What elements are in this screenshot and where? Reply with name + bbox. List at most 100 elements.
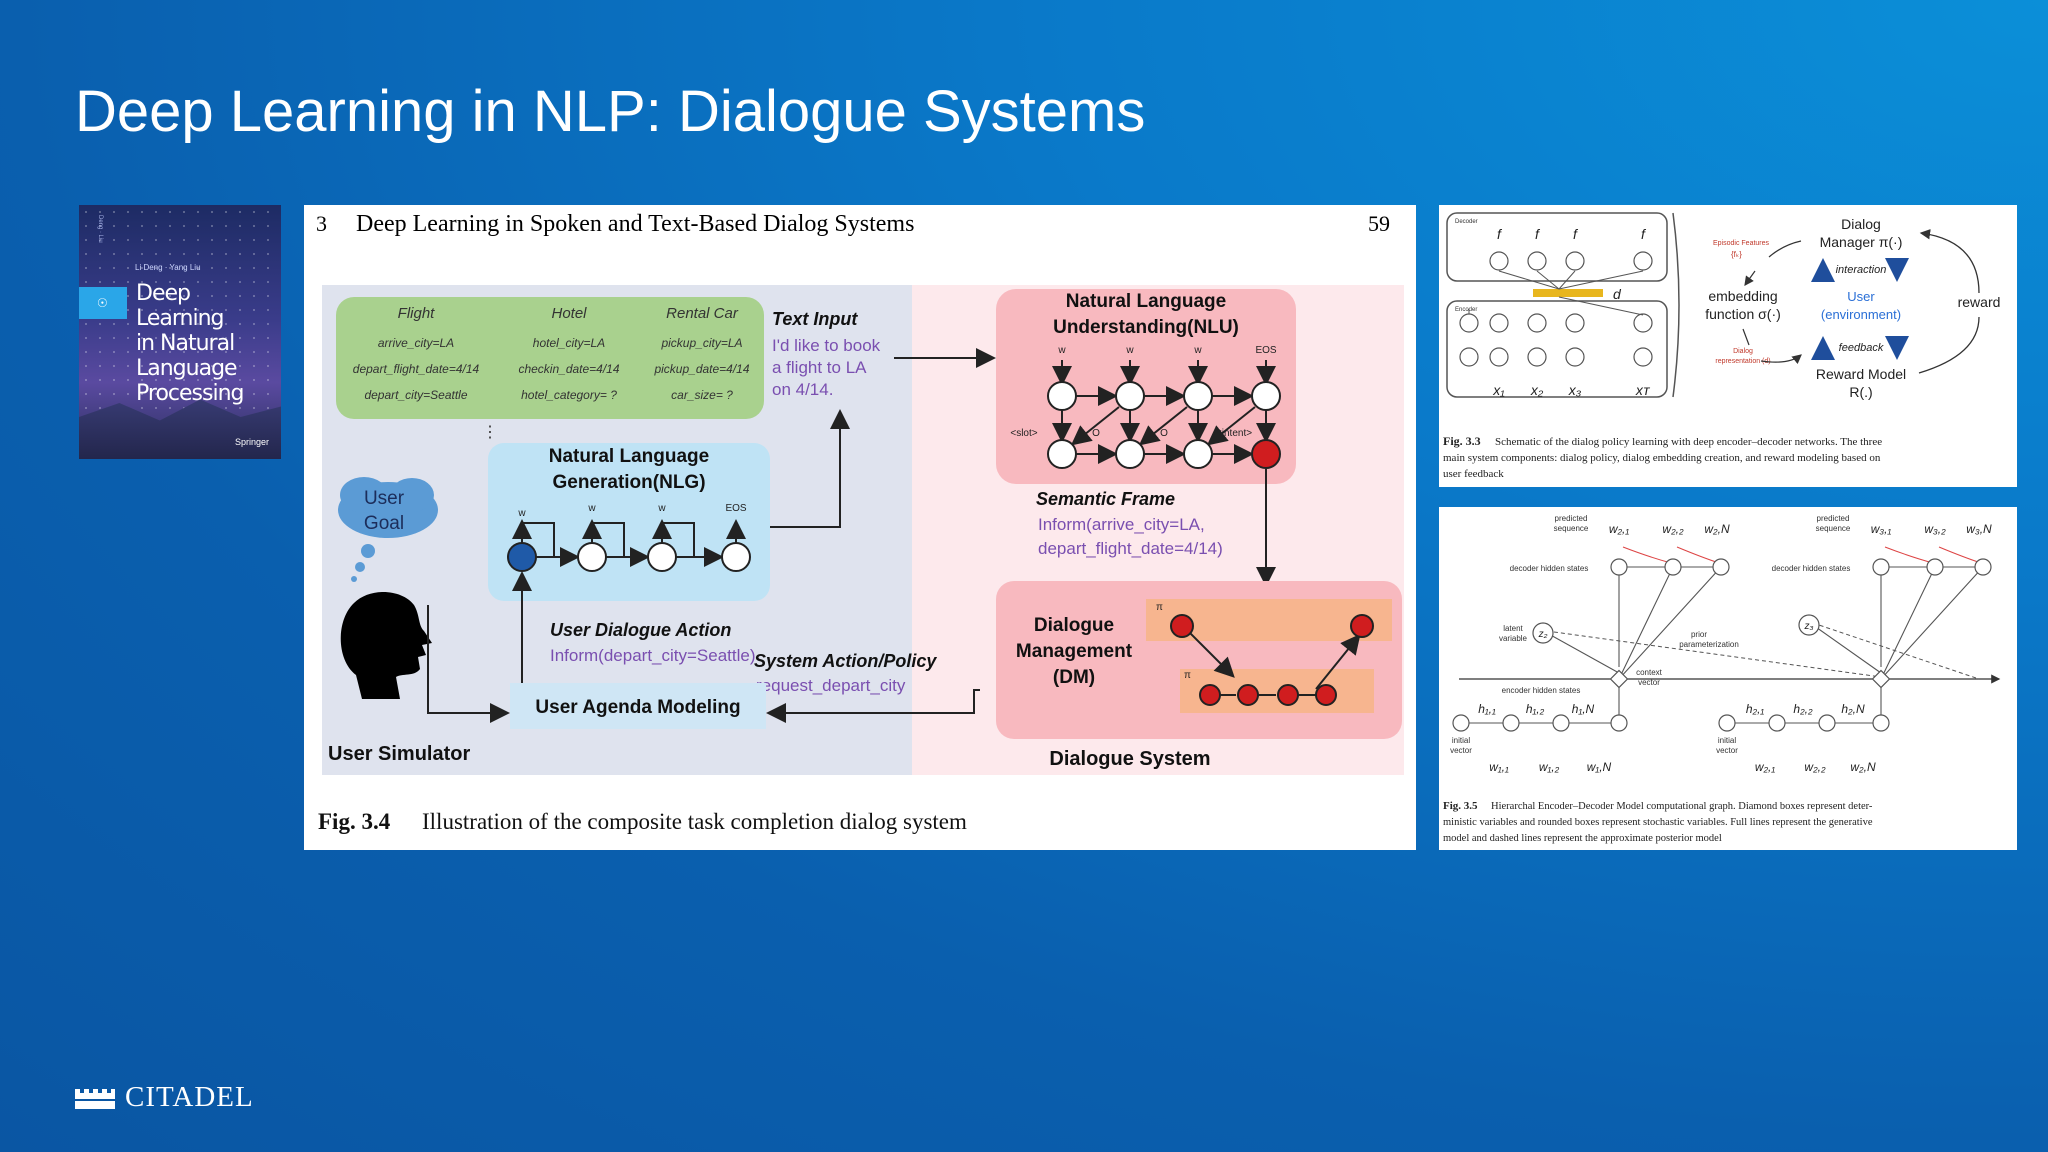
table-cell: car_size= ? (671, 388, 733, 402)
book-title-line: Processing (136, 381, 244, 406)
chapter-header: Deep Learning in Spoken and Text-Based D… (356, 211, 914, 237)
nlu-output-label: O (1092, 428, 1100, 439)
context-label: vector (1638, 678, 1660, 687)
book-publisher: Springer (234, 437, 269, 447)
table-cell: depart_flight_date=4/14 (353, 362, 480, 376)
user-head-icon (340, 591, 432, 699)
h-right-label: h₂,N (1841, 702, 1865, 716)
slide-title: Deep Learning in NLP: Dialogue Systems (75, 79, 1146, 144)
fig35-caption-line: ministic variables and rounded boxes rep… (1443, 817, 1873, 828)
user-goal-cloud (338, 477, 438, 582)
nlg-output-label: w (517, 508, 526, 519)
table-cell: checkin_date=4/14 (518, 362, 619, 376)
semantic-frame-value: depart_flight_date=4/14) (1038, 539, 1223, 558)
text-input-line: I'd like to book (772, 336, 881, 355)
dm-node (1237, 684, 1259, 706)
x-label: x₃ (1568, 382, 1582, 398)
top-right-label: w₃,₂ (1924, 522, 1946, 536)
dm-node (1315, 684, 1337, 706)
policy-learning-diagram: Decoder Encoder f f f f d x₁ x₂ x₃ xᴛ Ep… (1443, 212, 2001, 480)
latent-label: latent (1503, 624, 1523, 633)
user-goal-label: Goal (364, 513, 404, 534)
nlu-hidden-node (1183, 381, 1213, 411)
decoder-hidden-label: decoder hidden states (1772, 564, 1851, 573)
figure-3-4: 3 Deep Learning in Spoken and Text-Based… (304, 205, 1416, 850)
nlg-title: Generation(NLG) (552, 472, 705, 493)
reward-label: reward (1958, 294, 2001, 310)
prior-label: parameterization (1679, 640, 1739, 649)
reward-model-label: Reward Model (1816, 366, 1906, 382)
figure-caption-text: Illustration of the composite task compl… (422, 809, 967, 834)
prior-label: prior (1691, 630, 1707, 639)
hred-diagram: predicted sequence predicted sequence de… (1443, 514, 2001, 844)
user-simulator-label: User Simulator (328, 743, 470, 765)
x-label: xᴛ (1635, 382, 1651, 398)
initial-label: initial (1452, 736, 1470, 745)
f-label: f (1535, 226, 1541, 242)
nlu-title: Understanding(NLU) (1053, 317, 1239, 338)
arrow-nlg-to-text (770, 409, 850, 528)
predicted-label: sequence (1816, 524, 1851, 533)
book-cover: Deng · Liu Li Deng · Yang Liu ☉ Deep Lea… (79, 205, 281, 459)
h-right-label: h₂,₁ (1746, 702, 1765, 716)
fig33-caption-line: Schematic of the dialog policy learning … (1495, 436, 1882, 448)
figure-3-3: Decoder Encoder f f f f d x₁ x₂ x₃ xᴛ Ep… (1439, 205, 2017, 487)
nlu-intent-node (1251, 439, 1281, 469)
user-agenda-label: User Agenda Modeling (535, 697, 740, 718)
table-cell: hotel_city=LA (533, 336, 605, 350)
book-authors: Li Deng · Yang Liu (135, 263, 201, 272)
encoder-label: Encoder (1455, 307, 1477, 313)
dm-node (1170, 614, 1194, 638)
table-cell: pickup_city=LA (660, 336, 742, 350)
arrow-dm-to-agenda (766, 689, 980, 723)
nlu-input-label: w (1125, 345, 1134, 356)
predicted-label: predicted (1555, 514, 1588, 523)
nlu-output-node (1115, 439, 1145, 469)
bottom-right-label: w₂,₂ (1804, 760, 1826, 774)
x-label: x₁ (1492, 382, 1505, 398)
nlu-hidden-node (1047, 381, 1077, 411)
figure-caption-label: Fig. 3.4 (318, 809, 391, 834)
f-label: f (1641, 226, 1647, 242)
composite-dialog-diagram: 3 Deep Learning in Spoken and Text-Based… (316, 211, 1404, 834)
dialog-manager-label: Dialog (1841, 216, 1881, 232)
d-label: d (1613, 286, 1622, 302)
semantic-frame-value: Inform(arrive_city=LA, (1038, 515, 1205, 534)
bottom-left-label: w₁,N (1587, 760, 1612, 774)
fig33-caption-label: Fig. 3.3 (1443, 434, 1481, 448)
dm-title: (DM) (1053, 667, 1095, 688)
predicted-label: sequence (1554, 524, 1589, 533)
initial-label: vector (1450, 746, 1472, 755)
nlu-input-label: w (1057, 345, 1066, 356)
nlg-output-label: w (657, 503, 666, 514)
text-input-title: Text Input (772, 309, 858, 329)
dm-node (1199, 684, 1221, 706)
user-agenda-box (510, 683, 766, 729)
f-label: f (1573, 226, 1579, 242)
pi-label: π (1184, 670, 1191, 681)
top-left-label: w₂,₂ (1662, 522, 1684, 536)
top-left-label: w₂,₁ (1609, 522, 1630, 536)
book-title-line: Deep Learning (136, 281, 225, 331)
table-cell: arrive_city=LA (378, 336, 454, 350)
top-right-label: w₃,₁ (1871, 522, 1892, 536)
nlg-node (577, 542, 607, 572)
bottom-right-label: w₂,N (1850, 760, 1876, 774)
text-input-line: a flight to LA (772, 358, 867, 377)
nlu-output-node (1183, 439, 1213, 469)
context-label: context (1636, 668, 1663, 677)
h-left-label: h₁,₂ (1526, 702, 1545, 716)
nlg-box (488, 443, 770, 601)
nlg-output-label: EOS (725, 503, 746, 514)
h-left-label: h₁,₁ (1478, 702, 1496, 716)
page-number: 59 (1368, 211, 1390, 236)
fig35-caption-line: model and dashed lines represent the app… (1443, 833, 1722, 844)
encoder-box (1446, 300, 1668, 398)
castle-icon (75, 1089, 115, 1109)
goal-table-box (336, 297, 764, 419)
top-right-label: w₃,N (1966, 522, 1992, 536)
table-header: Rental Car (666, 305, 739, 322)
book-tab: ☉ (79, 287, 127, 319)
user-dialogue-action-value: Inform(depart_city=Seattle) (550, 646, 756, 665)
predicted-label: predicted (1817, 514, 1850, 523)
